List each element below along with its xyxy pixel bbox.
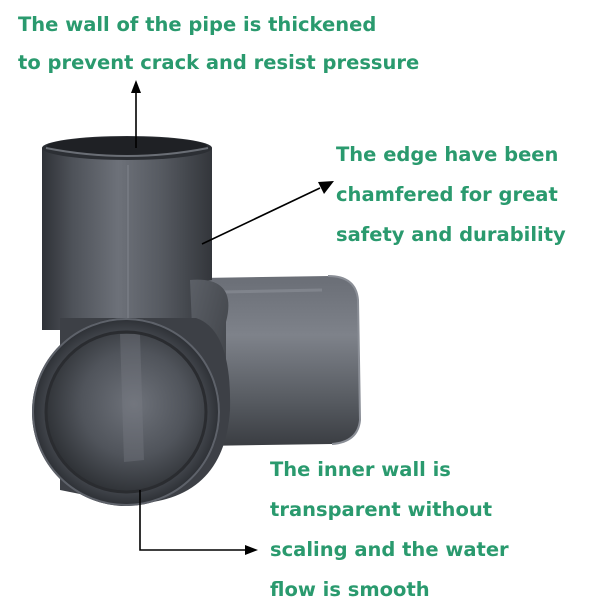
callout-line: safety and durability [336,223,566,246]
callout-line: to prevent crack and resist pressure [18,51,420,74]
callout-line: transparent without [270,498,493,521]
top-socket [42,136,212,330]
callout-chamfered-edge: The edge have been chamfered for great s… [336,135,566,255]
callout-line: The wall of the pipe is thickened [18,13,377,36]
callout-line: flow is smooth [270,578,430,600]
right-socket [200,275,362,446]
callout-thickened-wall: The wall of the pipe is thickened to pre… [18,6,419,82]
callout-inner-wall: The inner wall is transparent without sc… [270,450,509,600]
callout-line: chamfered for great [336,183,558,206]
callout-line: The edge have been [336,143,559,166]
arrow-right-icon [139,490,258,555]
callout-line: The inner wall is [270,458,451,481]
front-socket [32,318,231,506]
arrow-up-icon [131,80,141,148]
arrow-up-right-icon [201,181,334,245]
callout-line: scaling and the water [270,538,509,561]
